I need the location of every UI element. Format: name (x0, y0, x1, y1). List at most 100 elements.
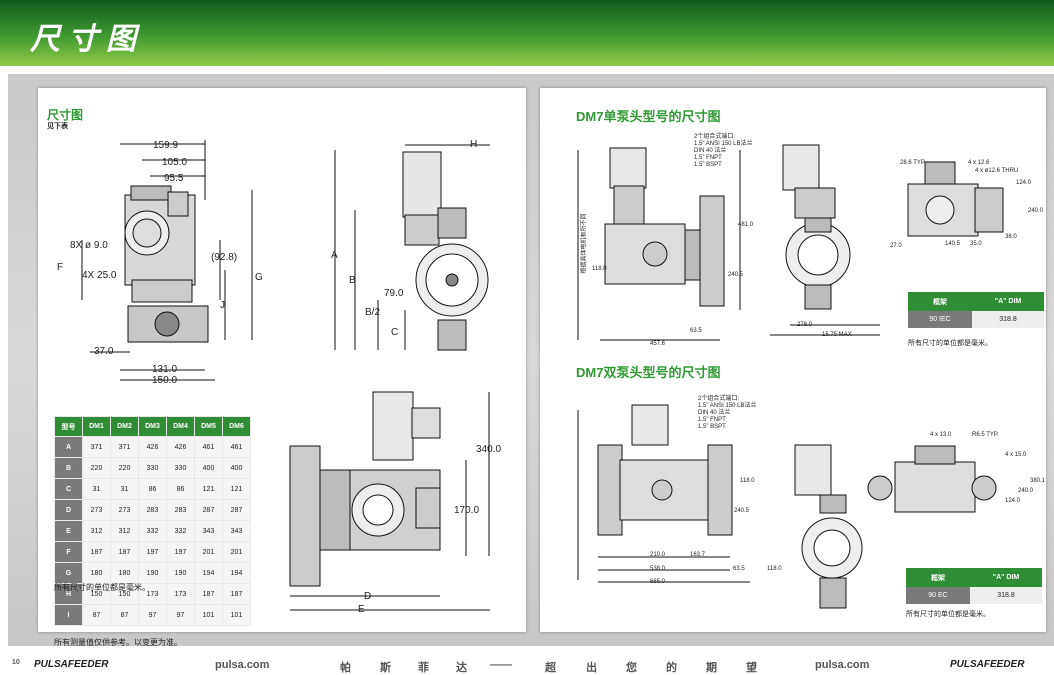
table-cell: 371 (82, 436, 111, 458)
table-cell: 173 (166, 583, 195, 605)
dim-label: 240.5 (734, 508, 750, 514)
dim-label: B/2 (365, 307, 381, 318)
table-cell: 197 (138, 541, 167, 563)
dim-label: 63.5 (690, 328, 702, 334)
table-cell: 201 (194, 541, 223, 563)
slogan-char: 的 (666, 662, 677, 674)
dim-label: 38.0 (1005, 234, 1017, 240)
table-cell: 318.8 (970, 587, 1042, 604)
dim-label: 140.5 (945, 241, 961, 247)
dim-label: 124.0 (1005, 498, 1021, 504)
table-cell: 201 (222, 541, 251, 563)
table-header: "A" DIM (970, 568, 1042, 587)
dim-label: 170.0 (454, 505, 480, 516)
dim-label: 118.0 (740, 478, 755, 484)
table-cell: 220 (110, 457, 139, 479)
dim-label: 380.1 (1030, 478, 1046, 484)
slogan-char: 出 (586, 662, 597, 674)
table-cell: 312 (82, 520, 111, 542)
slogan-char: 菲 (418, 662, 429, 674)
table-header: 框架 (906, 568, 970, 587)
brand-logo: PULSAFEEDER (950, 659, 1025, 670)
table-header-cell: 型号 (54, 416, 83, 437)
table-cell: 86 (138, 478, 167, 500)
port-note-line: 1.5" FNPT (694, 155, 722, 161)
dim-label: 150.0 (152, 375, 178, 386)
table-cell: 180 (82, 562, 111, 584)
dim-label: 118.0 (592, 266, 607, 272)
slogan-char: 斯 (380, 662, 391, 674)
table-cell: 150 (110, 583, 139, 605)
table-cell: 90 IEC (908, 311, 972, 328)
table-cell: 31 (110, 478, 139, 500)
table-cell: A (54, 436, 83, 458)
table-cell: 371 (110, 436, 139, 458)
dm7-single-title: DM7单泵头型号的尺寸图 (576, 109, 721, 124)
left-section-subtitle: 见下表 (47, 123, 68, 130)
dim-label: 159.9 (153, 140, 179, 151)
dim-label: 27.0 (890, 243, 902, 249)
port-note-line: DIN 40 法兰 (694, 148, 727, 154)
page-number: 10 (12, 659, 20, 666)
footer-url-link[interactable]: pulsa.com (215, 659, 270, 671)
dim-label: 4X 25.0 (82, 270, 117, 281)
dim-label: A (331, 250, 338, 261)
dim-label: 124.0 (1016, 180, 1032, 186)
table-cell: 343 (194, 520, 223, 542)
brand-logo: PULSAFEEDER (34, 659, 109, 670)
dim-label: 4 x 15.0 (1005, 452, 1027, 458)
table-cell: 273 (110, 499, 139, 521)
dim-label: 15.75 MAX (822, 332, 852, 338)
table-cell: I (54, 604, 83, 626)
table-cell: 187 (194, 583, 223, 605)
footer-url-link[interactable]: pulsa.com (815, 659, 870, 671)
dim-label: E (358, 604, 365, 615)
dim-label: 95.5 (164, 173, 184, 184)
table-cell: 287 (194, 499, 223, 521)
dim-label: 4 x 13.0 (930, 432, 952, 438)
table-cell: 220 (82, 457, 111, 479)
dim-label: D (364, 591, 372, 602)
dim-label: R6.5 TYP. (972, 432, 999, 438)
port-note: 2个组合式端口: 1.5" ANSI 150 LB法兰 DIN 40 法兰 1.… (694, 134, 753, 169)
dim-label: 278.0 (797, 322, 813, 328)
table-cell: 101 (222, 604, 251, 626)
slogan-char: 达 (456, 662, 467, 674)
table-cell: 173 (138, 583, 167, 605)
dim-label: G (255, 272, 263, 283)
table-cell: 190 (166, 562, 195, 584)
slogan-char: 您 (626, 662, 637, 674)
table-cell: 461 (222, 436, 251, 458)
dim-label: C (391, 327, 399, 338)
dim-label: 63.5 (733, 566, 745, 572)
table-cell: 343 (222, 520, 251, 542)
dim-label: 240.0 (1028, 208, 1044, 214)
slogan-char: 望 (746, 662, 757, 674)
dim-label: 4 x 12.6 (968, 160, 990, 166)
table-cell: 426 (166, 436, 195, 458)
dim-label: F (57, 262, 64, 273)
dim-label: 79.0 (384, 288, 404, 299)
slogan-char: 期 (706, 662, 717, 674)
dim-label: (92.8) (211, 252, 238, 263)
dim-label: 457.6 (650, 341, 666, 347)
port-note-line: 2个组合式端口: (694, 134, 736, 140)
page-title: 尺寸图 (30, 23, 144, 56)
table-cell: 31 (82, 478, 111, 500)
left-section-title: 尺寸图 (47, 108, 84, 122)
dim-label: 37.0 (94, 346, 114, 357)
table-cell: 426 (138, 436, 167, 458)
dim-label: 35.0 (970, 241, 982, 247)
units-note: 所有尺寸的单位都是毫米。 (54, 583, 150, 592)
dim-label: 538.0 (650, 566, 666, 572)
table-cell: 190 (138, 562, 167, 584)
table-cell: 187 (110, 541, 139, 563)
table-cell: 330 (166, 457, 195, 479)
